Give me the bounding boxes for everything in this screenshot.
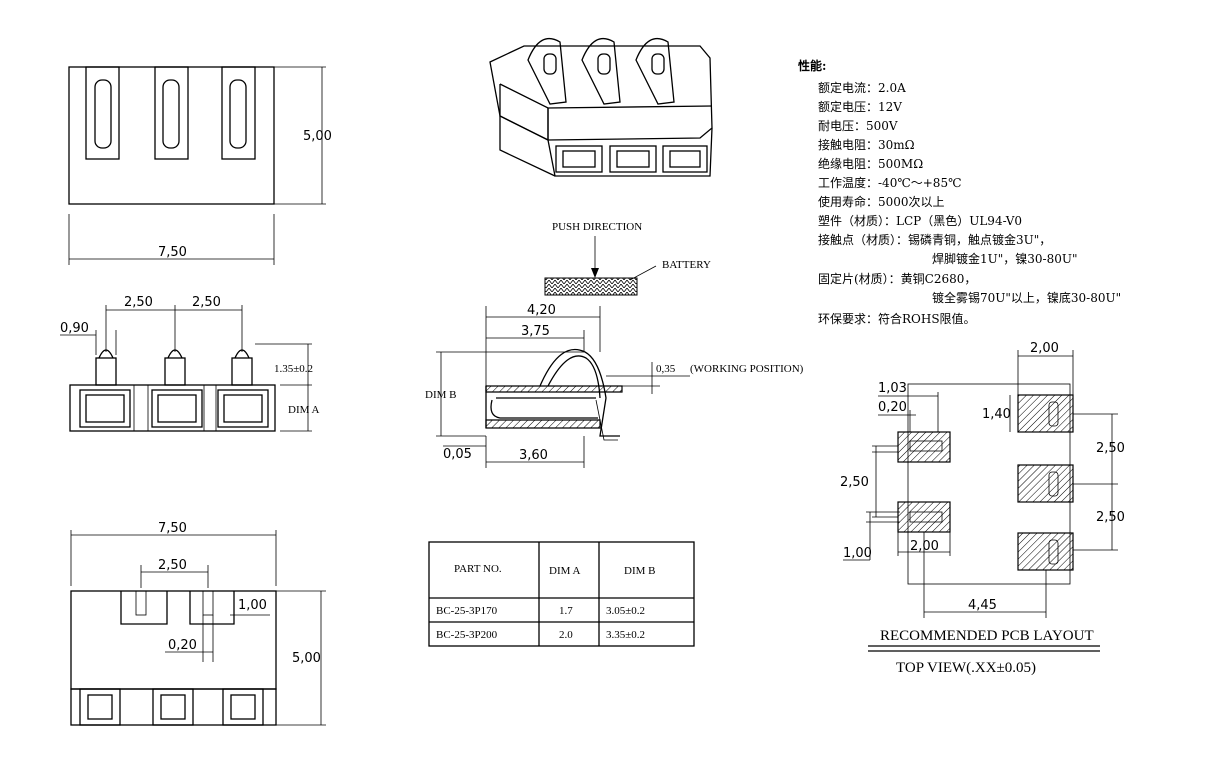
- pcb-dim-200-top: 2,00: [1030, 341, 1059, 356]
- working-position-label: (WORKING POSITION): [690, 363, 804, 375]
- pcb-dim-250-right-a: 2,50: [1096, 441, 1125, 456]
- table-cell: 1.7: [559, 605, 573, 617]
- pcb-dim-250-right-b: 2,50: [1096, 510, 1125, 525]
- bottom-width-dim: 7,50: [158, 521, 187, 536]
- pad: [897, 431, 951, 463]
- pcb-dim-020: 0,20: [878, 400, 907, 415]
- pcb-dim-100: 1,00: [843, 546, 872, 561]
- specs-title: 性能:: [797, 58, 826, 73]
- pcb-dim-103: 1,03: [878, 381, 907, 396]
- pcb-dim-250-left: 2,50: [840, 475, 869, 490]
- pcb-dim-200-mid: 2,00: [910, 539, 939, 554]
- table-cell: 2.0: [559, 629, 573, 641]
- spec-line: 镀全雾锡70U"以上，镍底30-80U": [932, 290, 1121, 305]
- table-header-part-no: PART NO.: [454, 563, 502, 575]
- pcb-layout: 2,00 1,03 0,20 1,40 2,50 2,50 2,50 1,00 …: [840, 341, 1125, 676]
- spec-line: 焊脚镀金1U"，镍30-80U": [932, 251, 1078, 266]
- bottom-view: 7,50 2,50 1,00 0,20 5,00: [70, 521, 326, 726]
- battery-block: [544, 277, 638, 296]
- pcb-layout-title: RECOMMENDED PCB LAYOUT: [880, 628, 1094, 644]
- part-table: PART NO. DIM A DIM B BC-25-3P170 1.7 3.0…: [428, 541, 695, 647]
- pad: [1017, 532, 1074, 571]
- spec-line: 接触电阻：30mΩ: [818, 137, 915, 152]
- table-cell: BC-25-3P200: [436, 629, 498, 641]
- bottom-height-dim: 5,00: [292, 651, 321, 666]
- spec-line: 工作温度：-40℃～+85℃: [818, 175, 962, 190]
- spec-line: 接触点（材质）：锡磷青铜，触点镀金3U"，: [818, 232, 1051, 247]
- pad: [1017, 464, 1074, 503]
- slot-width-dim: 0,20: [168, 638, 197, 653]
- top-view-contacts: [85, 66, 256, 160]
- contact-width-dim: 0,90: [60, 321, 89, 336]
- top-view: 5,00 7,50: [68, 66, 332, 265]
- slot-pitch-dim: 2,50: [158, 558, 187, 573]
- pcb-dim-140: 1,40: [982, 407, 1011, 422]
- dim-375: 3,75: [521, 324, 550, 339]
- isometric-view: [489, 37, 713, 177]
- table-header-dim-b: DIM B: [624, 565, 655, 577]
- spec-line: 使用寿命：5000次以上: [818, 194, 945, 209]
- spec-line: 固定片(材质）：黄铜C2680，: [818, 271, 976, 286]
- front-view: 2,50 2,50 0,90 1.35±0.2 DIM A: [60, 295, 320, 432]
- specs-block: 性能: 额定电流：2.0A 额定电压：12V 耐电压：500V 接触电阻：30m…: [797, 58, 1121, 326]
- dim-420: 4,20: [527, 303, 556, 318]
- spec-line: 额定电流：2.0A: [818, 80, 906, 95]
- push-arrow-icon: [591, 268, 599, 278]
- dim-b-label: DIM B: [425, 389, 456, 401]
- iso-contacts: [527, 37, 675, 105]
- top-view-width-dim: 7,50: [158, 245, 187, 260]
- dim-a-label: DIM A: [288, 404, 320, 416]
- table-cell: BC-25-3P170: [436, 605, 498, 617]
- spec-line: 环保要求：符合ROHS限值。: [818, 311, 976, 326]
- pad: [1017, 394, 1074, 433]
- table-cell: 3.35±0.2: [606, 629, 645, 641]
- dim-035: 0,35: [656, 363, 676, 375]
- pcb-dim-445: 4,45: [968, 598, 997, 613]
- spec-line: 耐电压：500V: [818, 119, 898, 133]
- spec-line: 绝缘电阻：500MΩ: [818, 156, 923, 171]
- table-header-dim-a: DIM A: [549, 565, 581, 577]
- table-cell: 3.05±0.2: [606, 605, 645, 617]
- side-view: PUSH DIRECTION BATTERY 4,20 3,75 0,35 (W…: [425, 221, 804, 468]
- contact-height-dim: 1.35±0.2: [274, 363, 313, 375]
- spec-line: 塑件（材质）：LCP（黑色）UL94-V0: [818, 213, 1022, 228]
- pitch-dim-2: 2,50: [192, 295, 221, 310]
- push-direction-label: PUSH DIRECTION: [552, 221, 642, 233]
- dim-005: 0,05: [443, 447, 472, 462]
- front-view-contacts: [95, 349, 253, 386]
- pcb-layout-subtitle: TOP VIEW(.XX±0.05): [896, 660, 1036, 676]
- battery-label: BATTERY: [662, 259, 711, 271]
- top-view-height-dim: 5,00: [303, 129, 332, 144]
- pitch-dim-1: 2,50: [124, 295, 153, 310]
- spec-line: 额定电压：12V: [818, 99, 902, 114]
- dim-360: 3,60: [519, 448, 548, 463]
- slot-depth-dim: 1,00: [238, 598, 267, 613]
